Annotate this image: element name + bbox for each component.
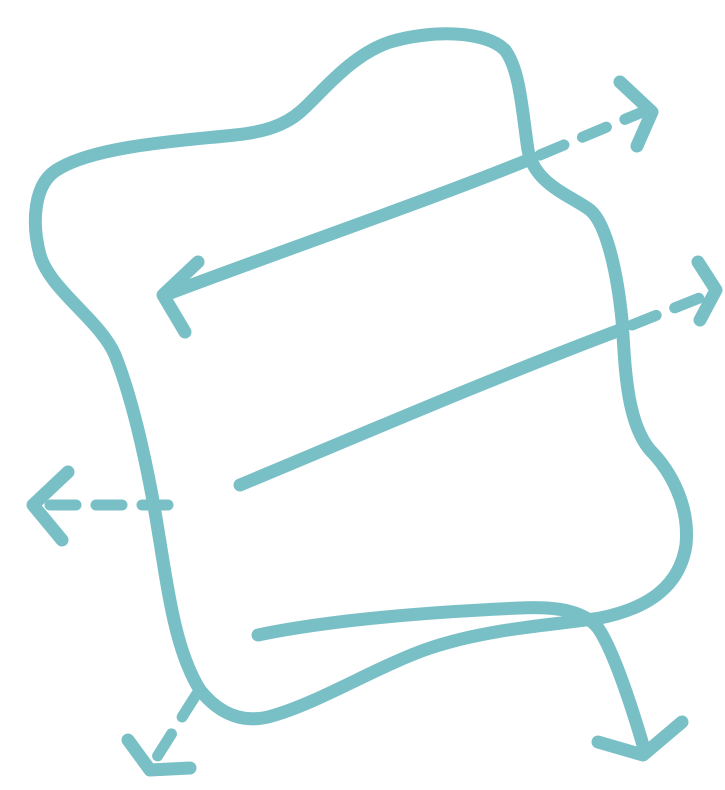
diagram-strokes	[33, 34, 716, 770]
middle-arrow-solid-shaft	[240, 330, 620, 485]
bottom-left-dashed-arrow	[128, 695, 196, 770]
bottom-arrow-solid-shaft	[258, 608, 645, 752]
upper-arrow-left-head	[163, 262, 198, 332]
bottom-curved-arrow-down	[258, 608, 682, 755]
middle-arrow-head	[698, 262, 716, 320]
bottom-left-arrow-dashed-shaft	[155, 695, 196, 760]
upper-arrow-dashed-shaft	[540, 113, 640, 155]
upper-arrow-solid-shaft	[165, 160, 528, 295]
